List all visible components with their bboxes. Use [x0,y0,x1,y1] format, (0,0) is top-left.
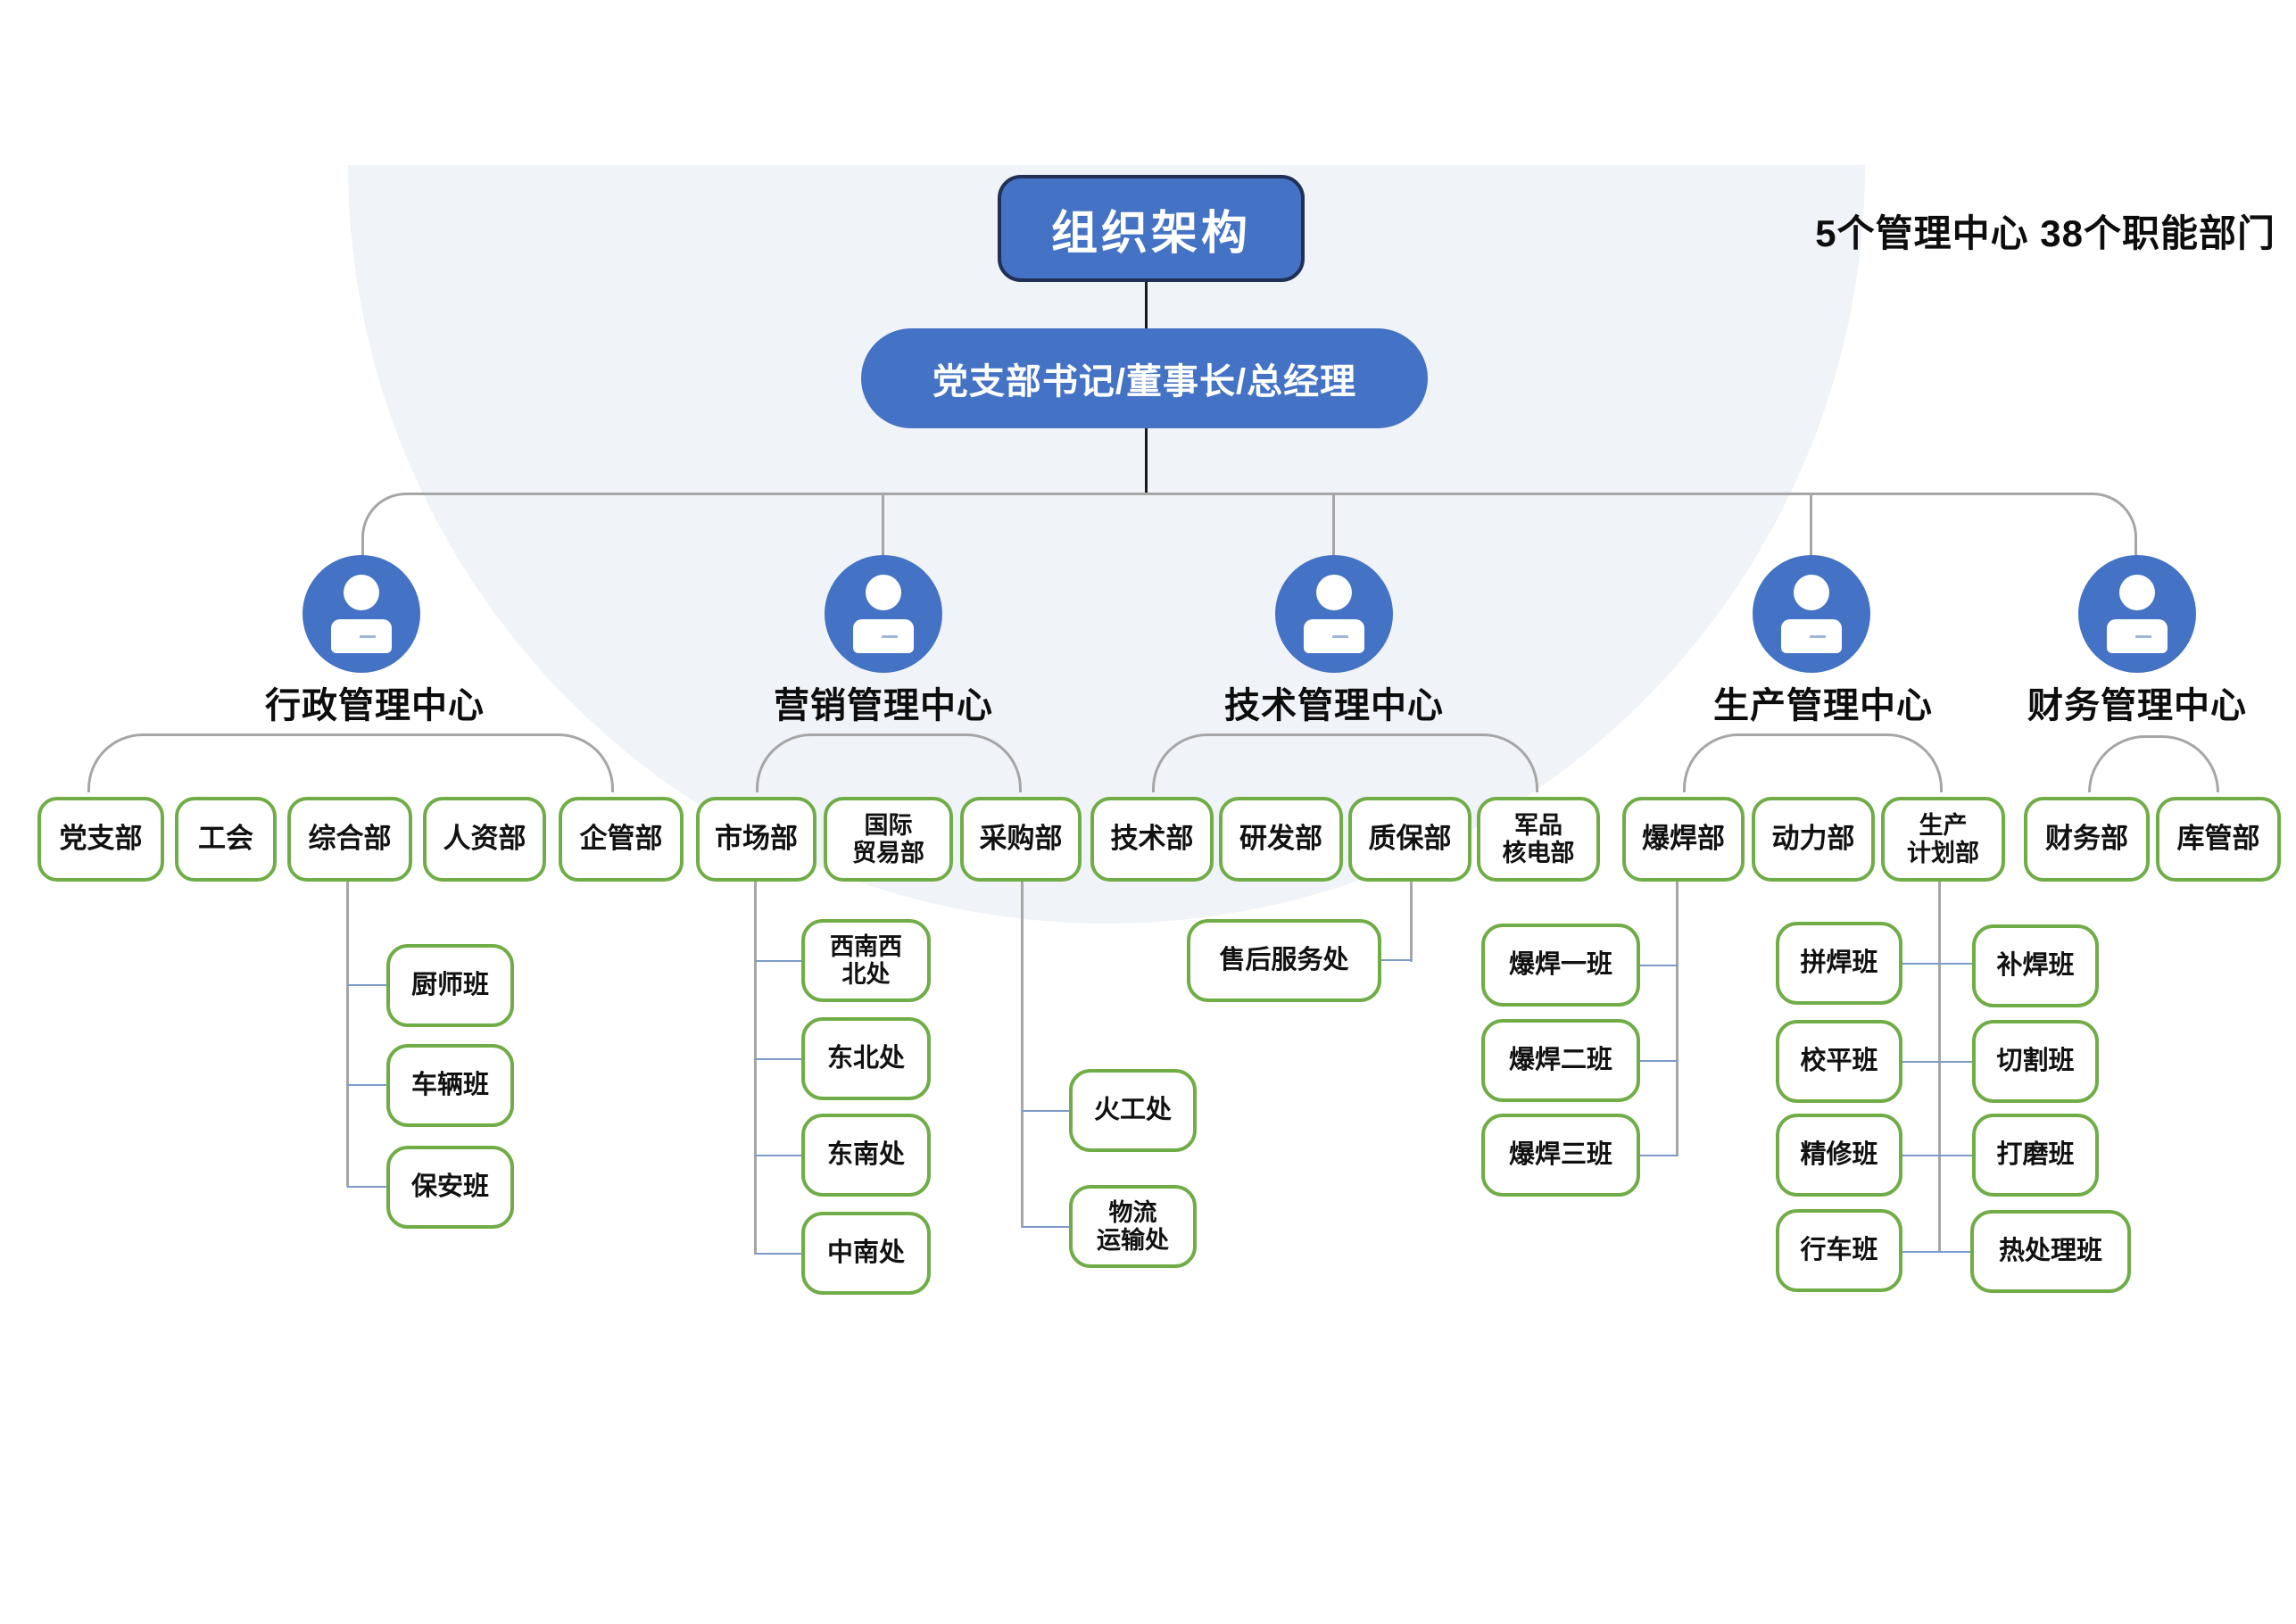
stub [755,1155,803,1156]
main-branch-connector [361,493,2137,573]
dept-node: 生产 计划部 [1881,797,2005,882]
team-node: 行车班 [1776,1209,1902,1292]
dept-node: 采购部 [960,797,1082,882]
stub [1380,959,1412,961]
spine-comprehensive [346,882,349,1187]
center-label-admin: 行政管理中心 [265,686,485,725]
connector-title-to-exec [1145,278,1148,332]
stub [347,1186,388,1188]
team-node: 切割班 [1972,1020,2099,1103]
stub [1638,1155,1678,1156]
person-icon [303,555,420,673]
spine-weld [1676,882,1678,1156]
person-icon [1275,555,1393,673]
stub [347,1084,388,1086]
dept-node: 企管部 [559,797,684,882]
person-dash [360,635,376,638]
spine-market [754,882,757,1255]
stub [347,984,388,986]
person-icon [825,555,942,673]
person-dash [2135,635,2151,638]
bracket-admin [87,733,614,792]
stub [755,1253,803,1255]
stub [1022,1226,1071,1228]
dept-node: 库管部 [2156,797,2281,882]
dept-node: 国际 贸易部 [824,797,953,882]
dept-node: 研发部 [1219,797,1343,882]
dept-node: 动力部 [1752,797,1875,882]
stub [755,1058,803,1060]
stub [1901,1251,1974,1253]
dept-node: 军品 核电部 [1477,797,1600,882]
drop-tech [1332,494,1335,560]
executive-node: 党支部书记/董事长/总经理 [861,328,1428,428]
person-head [1316,575,1352,610]
drop-production [1810,494,1812,560]
team-node: 精修班 [1776,1114,1902,1197]
team-node: 车辆班 [386,1044,514,1127]
person-head [1794,575,1829,610]
dept-node: 工会 [175,797,277,882]
dept-node: 爆焊部 [1622,797,1745,882]
bracket-tech [1152,733,1538,792]
team-node: 拼焊班 [1776,922,1902,1005]
office-node: 物流 运输处 [1069,1185,1197,1268]
person-dash [1810,635,1826,638]
bracket-marketing [756,733,1022,792]
stub [1638,1060,1678,1062]
spine-quality [1410,882,1413,962]
dept-node: 市场部 [696,797,816,882]
team-node: 打磨班 [1972,1114,2099,1197]
center-label-tech: 技术管理中心 [1224,686,1444,725]
office-node: 火工处 [1069,1069,1197,1152]
stub [1022,1110,1071,1112]
stub [755,960,803,962]
person-icon [1753,555,1870,673]
person-head [866,575,901,610]
drop-marketing [882,494,884,560]
person-dash [1332,635,1348,638]
bracket-production [1683,733,1943,792]
dept-node: 党支部 [37,797,164,882]
center-label-production: 生产管理中心 [1713,686,1933,725]
chart-title-node: 组织架构 [998,175,1305,282]
center-label-marketing: 营销管理中心 [774,686,993,725]
team-node: 爆焊三班 [1481,1114,1640,1197]
team-node: 热处理班 [1970,1210,2131,1293]
dept-node: 财务部 [2024,797,2150,882]
team-node: 厨师班 [386,944,514,1027]
connector-exec-to-branches [1145,428,1148,494]
office-node: 西南西 北处 [801,919,931,1002]
stub [1638,965,1678,966]
team-node: 校平班 [1776,1020,1902,1103]
spine-plan [1938,882,1941,1253]
office-node: 东南处 [801,1114,931,1197]
team-node: 保安班 [386,1146,514,1229]
office-node: 中南处 [801,1212,931,1295]
dept-node: 综合部 [287,797,412,882]
spine-purchase [1021,882,1024,1228]
center-label-finance: 财务管理中心 [2027,686,2247,725]
dept-node: 质保部 [1348,797,1471,882]
team-node: 爆焊二班 [1481,1019,1640,1102]
office-node: 售后服务处 [1187,919,1381,1002]
dept-node: 人资部 [423,797,546,882]
person-head [344,575,379,610]
person-head [2119,575,2155,610]
stub [1901,1061,1974,1063]
dept-node: 技术部 [1090,797,1214,882]
person-dash [882,635,898,638]
stub [1901,963,1974,965]
stub [1901,1155,1974,1156]
summary-text: 5个管理中心 38个职能部门 [1815,212,2275,254]
team-node: 爆焊一班 [1481,924,1640,1007]
person-icon [2078,555,2196,673]
team-node: 补焊班 [1972,924,2099,1007]
bracket-finance [2088,735,2219,792]
office-node: 东北处 [801,1017,931,1100]
